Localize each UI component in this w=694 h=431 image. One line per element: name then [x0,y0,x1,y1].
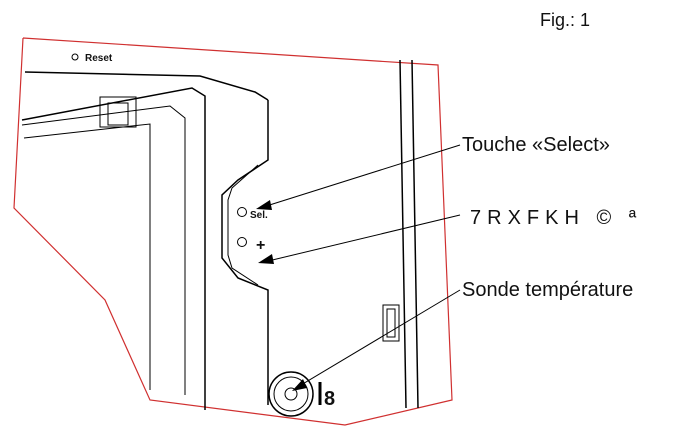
side-slot [382,304,400,342]
reset-label: Reset [85,53,113,64]
arrow-plus-head [258,254,274,264]
right-rail-1 [399,59,407,409]
temp-probe-outer [268,371,314,417]
right-rail-2 [411,59,419,409]
plus-label: + [256,237,265,254]
top-clip-inner [107,102,129,126]
housing-top-edge [24,71,269,101]
callout-garbled-key: 7RXFKH © ª [470,207,642,229]
callout-temp-probe: Sonde température [462,279,633,301]
arrow-plus-line [263,214,461,263]
cutaway-outline [13,37,453,426]
probe-symbol: 8 [324,388,335,410]
screen-frame-inner-2 [23,123,151,390]
select-button[interactable] [237,207,247,217]
top-clip [99,96,137,128]
callout-arrows [256,144,461,391]
reset-button[interactable] [71,53,79,61]
arrow-select-head [256,200,272,210]
temp-probe-ring [273,376,309,412]
arrow-select-line [259,144,461,209]
temp-probe-core [284,387,298,401]
arrow-probe-line [295,289,461,389]
select-label: Sel. [250,210,268,221]
side-panel-edge [221,100,269,405]
screen-frame-inner [21,105,186,395]
side-panel-recess [227,164,259,286]
arrow-probe-head [292,379,307,391]
screen-frame-outer [21,87,206,410]
callout-select-key: Touche «Select» [462,134,610,156]
side-slot-inner [386,308,396,338]
figure-label: Fig.: 1 [540,10,590,30]
plus-button[interactable] [237,237,247,247]
